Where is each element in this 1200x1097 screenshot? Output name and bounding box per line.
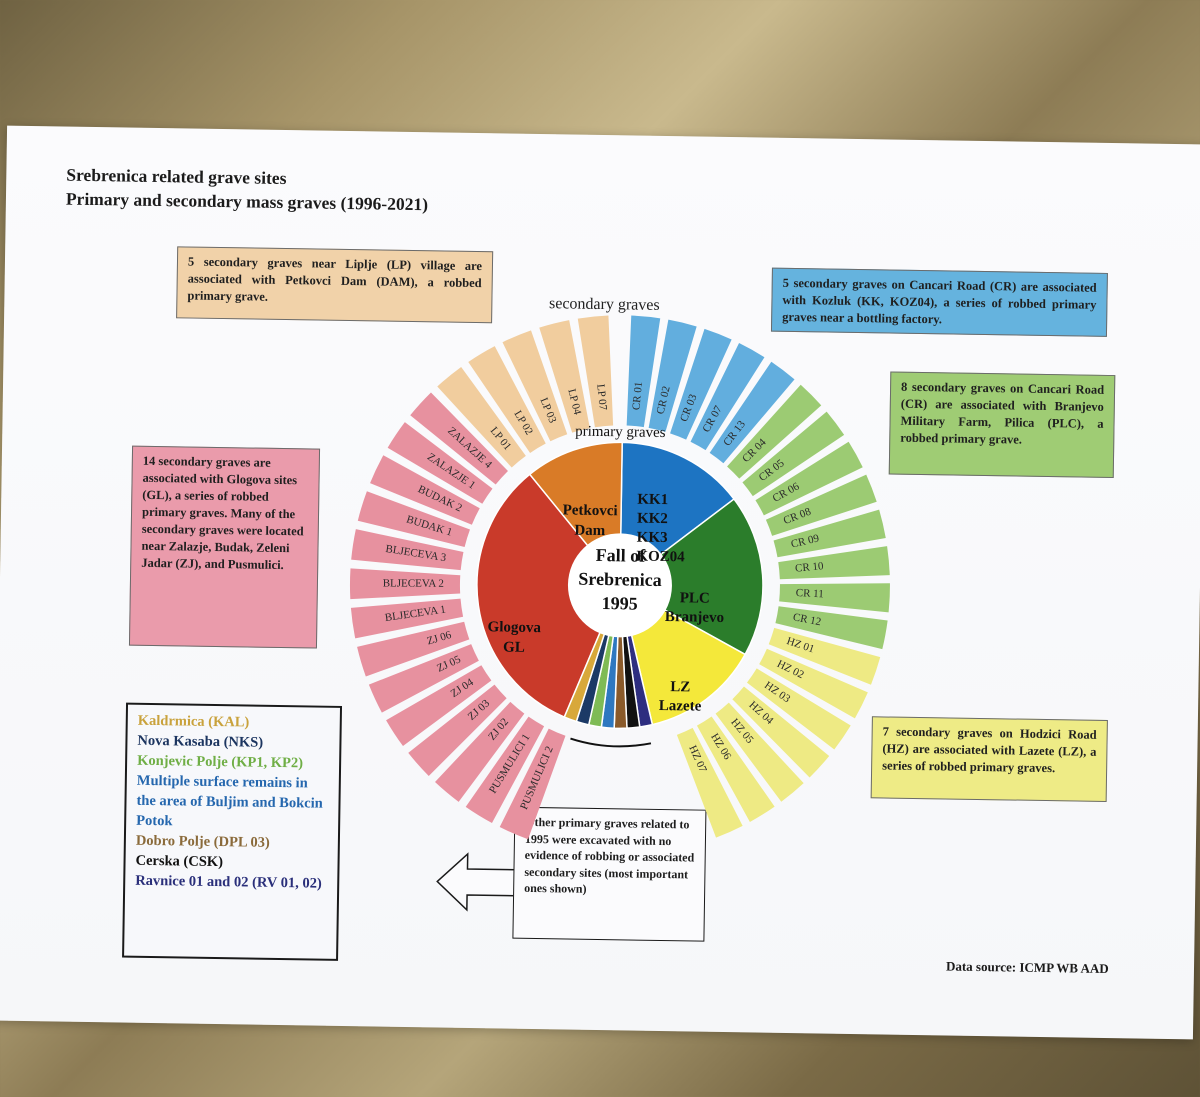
secondary-grave-label: LP 07: [594, 383, 609, 411]
secondary-grave-segment: [732, 686, 830, 778]
secondary-grave-segment: [773, 509, 886, 558]
glogova-info-box: 14 secondary graves are associated with …: [128, 445, 321, 649]
secondary-grave-segment: [755, 441, 863, 516]
secondary-grave-segment: [715, 702, 804, 802]
secondary-grave-segment: [370, 455, 480, 525]
primary-grave-slice-plc: [618, 498, 764, 656]
center-label-line: Srebrenica: [578, 569, 662, 590]
other-graves-legend: Kaldrmica (KAL) Nova Kasaba (NKS) Konjev…: [122, 702, 343, 961]
primary-grave-label-gl: GL: [503, 639, 525, 655]
primary-grave-label-lz: LZ: [670, 679, 690, 695]
secondary-grave-segment: [768, 627, 881, 685]
secondary-grave-segment: [577, 315, 614, 428]
secondary-grave-segment: [357, 621, 470, 677]
primary-graves-label: primary graves: [575, 424, 666, 441]
title-line-2: Primary and secondary mass graves (1996-…: [65, 188, 429, 215]
center-label-line: 1995: [602, 593, 638, 614]
secondary-grave-segment: [696, 716, 775, 822]
left-arrow-icon: [436, 852, 517, 912]
center-label-line: Fall of: [596, 545, 647, 566]
secondary-grave-label: CR 10: [795, 560, 825, 575]
secondary-grave-segment: [357, 491, 470, 548]
primary-grave-slice-gl: [476, 473, 621, 719]
data-source: Data source: ICMP WB AAD: [945, 958, 1109, 977]
secondary-grave-segment: [350, 598, 464, 639]
secondary-grave-segment: [539, 320, 590, 433]
primary-grave-label-kk: KK3: [637, 530, 668, 546]
secondary-grave-segment: [709, 361, 795, 464]
secondary-grave-segment: [410, 392, 508, 485]
secondary-grave-segment: [386, 665, 492, 746]
secondary-grave-segment: [408, 684, 507, 776]
secondary-grave-segment: [690, 343, 765, 451]
primary-grave-label-dam: Petkovci: [563, 502, 618, 519]
secondary-grave-segment: [435, 701, 525, 802]
secondary-grave-segment: [626, 315, 661, 428]
primary-grave-label-kk: KK1: [637, 492, 668, 508]
secondary-grave-segment: [387, 422, 493, 504]
primary-grave-label-kk: KK2: [637, 511, 668, 527]
other-graves-bracket: [570, 737, 652, 748]
legend-item-buljim-bokcin: Multiple surface remains in the area of …: [136, 772, 323, 830]
primary-grave-label-lz: Lazete: [659, 698, 702, 715]
secondary-grave-segment: [502, 330, 568, 442]
secondary-grave-segment: [468, 346, 546, 453]
primary-grave-label-gl: Glogova: [487, 619, 541, 636]
secondary-grave-segment: [759, 648, 868, 719]
title-line-1: Srebrenica related grave sites: [66, 164, 287, 189]
secondary-grave-segment: [670, 328, 732, 440]
secondary-grave-segment: [437, 366, 526, 468]
secondary-grave-segment: [765, 474, 877, 536]
poster-sheet: Srebrenica related grave sites Primary a…: [0, 125, 1200, 1040]
secondary-grave-label: BLJECEVA 2: [383, 577, 444, 589]
secondary-grave-segment: [676, 727, 743, 838]
secondary-grave-label: CR 01: [630, 381, 645, 410]
secondary-grave-label: CR 12: [792, 611, 822, 628]
secondary-grave-label: CR 11: [796, 587, 825, 600]
secondary-grave-segment: [465, 716, 545, 824]
secondary-grave-segment: [648, 319, 697, 432]
secondary-grave-segment: [368, 644, 479, 713]
secondary-grave-segment: [351, 529, 464, 571]
secondary-graves-label: secondary graves: [549, 295, 660, 314]
legend-item-ravnice: Ravnice 01 and 02 (RV 01, 02): [135, 872, 322, 892]
secondary-grave-segment: [778, 546, 890, 580]
secondary-grave-segment: [727, 384, 822, 479]
primary-grave-label-kk: KOZ04: [636, 549, 685, 566]
secondary-grave-segment: [742, 411, 845, 497]
secondary-grave-segment: [349, 568, 461, 600]
secondary-grave-segment: [499, 728, 566, 840]
primary-grave-label-plc: PLC: [680, 590, 710, 606]
secondary-grave-segment: [746, 668, 851, 750]
primary-grave-label-dam: Dam: [574, 523, 606, 539]
center-hole: [567, 533, 672, 638]
secondary-grave-segment: [779, 583, 890, 613]
primary-grave-label-plc: Branjevo: [665, 609, 724, 626]
secondary-grave-segment: [775, 606, 888, 650]
